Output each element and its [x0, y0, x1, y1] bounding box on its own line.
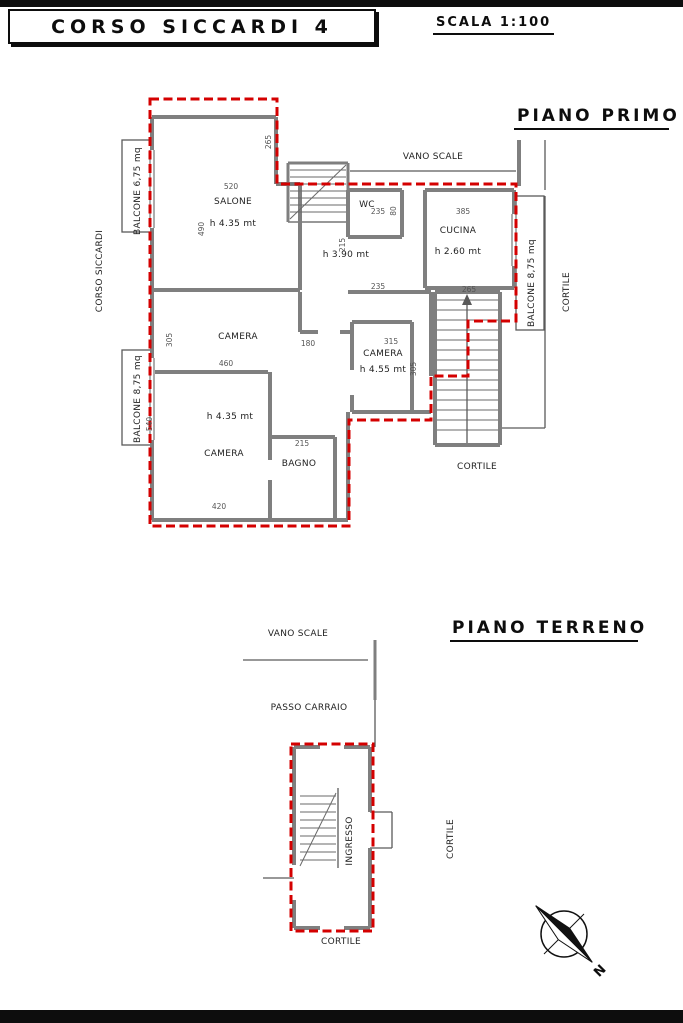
label-cortile-stairs: CORTILE [457, 462, 497, 472]
ground-floor-stairs [299, 792, 337, 867]
dim-235-mid: 235 [371, 282, 386, 291]
ground-floor-boundary-red-dashed [289, 742, 375, 933]
dim-305-right: 305 [409, 362, 418, 377]
bottom-border-bar [0, 1010, 683, 1023]
label-cortile-right: CORTILE [562, 272, 572, 312]
dim-490: 490 [197, 222, 206, 237]
label-balcone-right: BALCONE 8,75 mq [527, 239, 537, 327]
dim-305-left: 305 [165, 333, 174, 348]
label-camera-right-height: h 4.55 mt [360, 365, 407, 375]
apartment-boundary-red-dashed [148, 97, 518, 528]
scale-label: SCALA 1:100 [433, 15, 555, 35]
label-gf-cortile-right: CORTILE [446, 819, 456, 859]
dim-265-right: 265 [462, 285, 477, 294]
stairwell-top-treads [289, 164, 347, 220]
label-gf-cortile-bottom: CORTILE [321, 937, 361, 947]
ground-floor-thin-lines [243, 659, 393, 879]
first-floor-plan: PIANO PRIMO [95, 97, 680, 528]
label-salone-height: h 4.35 mt [210, 219, 257, 229]
label-corridor-height: h 3.90 mt [323, 250, 370, 260]
window-lines [149, 150, 517, 440]
ground-floor-walls [292, 745, 372, 930]
label-cucina-height: h 2.60 mt [435, 247, 482, 257]
compass-needle-black [535, 905, 593, 963]
label-salone: SALONE [214, 197, 252, 207]
dim-235-wc: 235 [371, 207, 386, 216]
ground-floor-plan: PIANO TERRENO VANO SCALE PASSO CARRAIO I… [243, 618, 647, 947]
label-gf-vano-scale: VANO SCALE [268, 629, 328, 639]
label-camera-mid: CAMERA [218, 332, 258, 342]
first-floor-title: PIANO PRIMO [517, 106, 680, 126]
label-wc: WC [359, 200, 375, 210]
dim-80: 80 [389, 206, 398, 216]
title-box: CORSO SICCARDI 4 [8, 9, 376, 44]
label-bagno: BAGNO [282, 459, 316, 469]
label-vano-scale: VANO SCALE [403, 152, 463, 162]
north-label: N [591, 962, 609, 980]
ground-floor-title: PIANO TERRENO [452, 618, 647, 638]
label-camera-bottom-height: h 4.35 mt [207, 412, 254, 422]
label-passo-carraio: PASSO CARRAIO [271, 703, 348, 713]
label-camera-right: CAMERA [363, 349, 403, 359]
dim-520: 520 [224, 182, 239, 191]
dim-180: 180 [301, 339, 316, 348]
page-title: CORSO SICCARDI 4 [51, 15, 333, 38]
dim-215-bagno: 215 [295, 439, 310, 448]
dim-265-top: 265 [264, 135, 273, 150]
dim-420: 420 [212, 502, 227, 511]
stair-direction-arrow [462, 294, 472, 305]
label-balcone-top-left: BALCONE 6,75 mq [133, 147, 143, 235]
label-ingresso: INGRESSO [345, 816, 355, 865]
dim-385: 385 [456, 207, 471, 216]
dim-540: 540 [145, 417, 154, 432]
window-gaps [149, 150, 517, 440]
dim-460: 460 [219, 359, 234, 368]
north-arrow-compass: N [535, 905, 610, 981]
courtyard-boundary-lines [288, 140, 546, 429]
top-border-bar [0, 0, 683, 7]
label-balcone-bottom-left: BALCONE 8,75 mq [133, 355, 143, 443]
stairwell-top-walls [286, 161, 350, 222]
dim-315: 315 [384, 337, 399, 346]
label-cucina: CUCINA [440, 226, 477, 236]
label-corso-siccardi: CORSO SICCARDI [95, 230, 105, 312]
label-camera-bottom: CAMERA [204, 449, 244, 459]
dim-215-corridor: 215 [338, 238, 347, 253]
